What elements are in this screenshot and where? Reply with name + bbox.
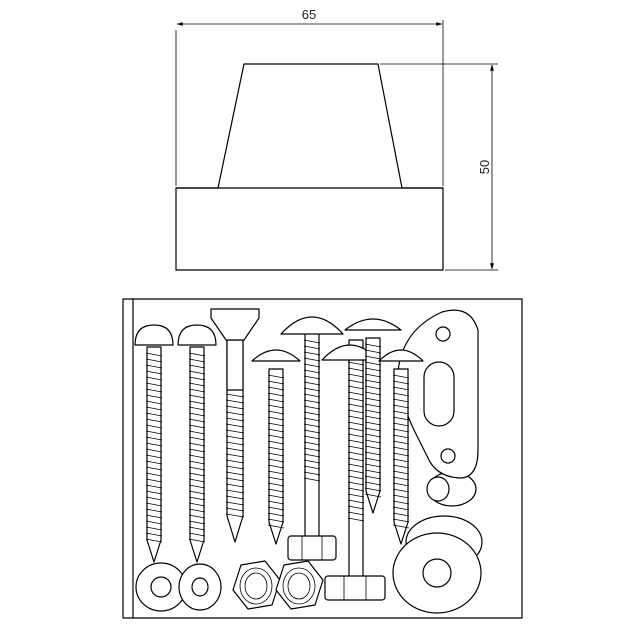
round-head-wood-screw (344, 318, 402, 514)
height-dimension-label: 50 (477, 160, 492, 174)
round-head-wood-screw (378, 349, 424, 545)
slotted-gasket (397, 309, 479, 479)
round-washer (392, 471, 483, 614)
fasteners-group (134, 308, 424, 601)
round-washer (135, 562, 222, 612)
width-dimension-label: 65 (302, 7, 316, 22)
round-head-bolt (321, 339, 386, 601)
block-front-view (175, 63, 444, 271)
width-dimension: 65 (175, 7, 444, 186)
pan-head-wood-screw (134, 324, 174, 563)
hex-nut (232, 560, 324, 610)
round-head-bolt (280, 316, 344, 561)
countersunk-wood-screw (210, 308, 260, 543)
kit-package (122, 298, 523, 619)
pan-head-wood-screw (177, 324, 217, 563)
round-head-wood-screw (251, 349, 301, 545)
height-dimension: 50 (380, 63, 498, 271)
